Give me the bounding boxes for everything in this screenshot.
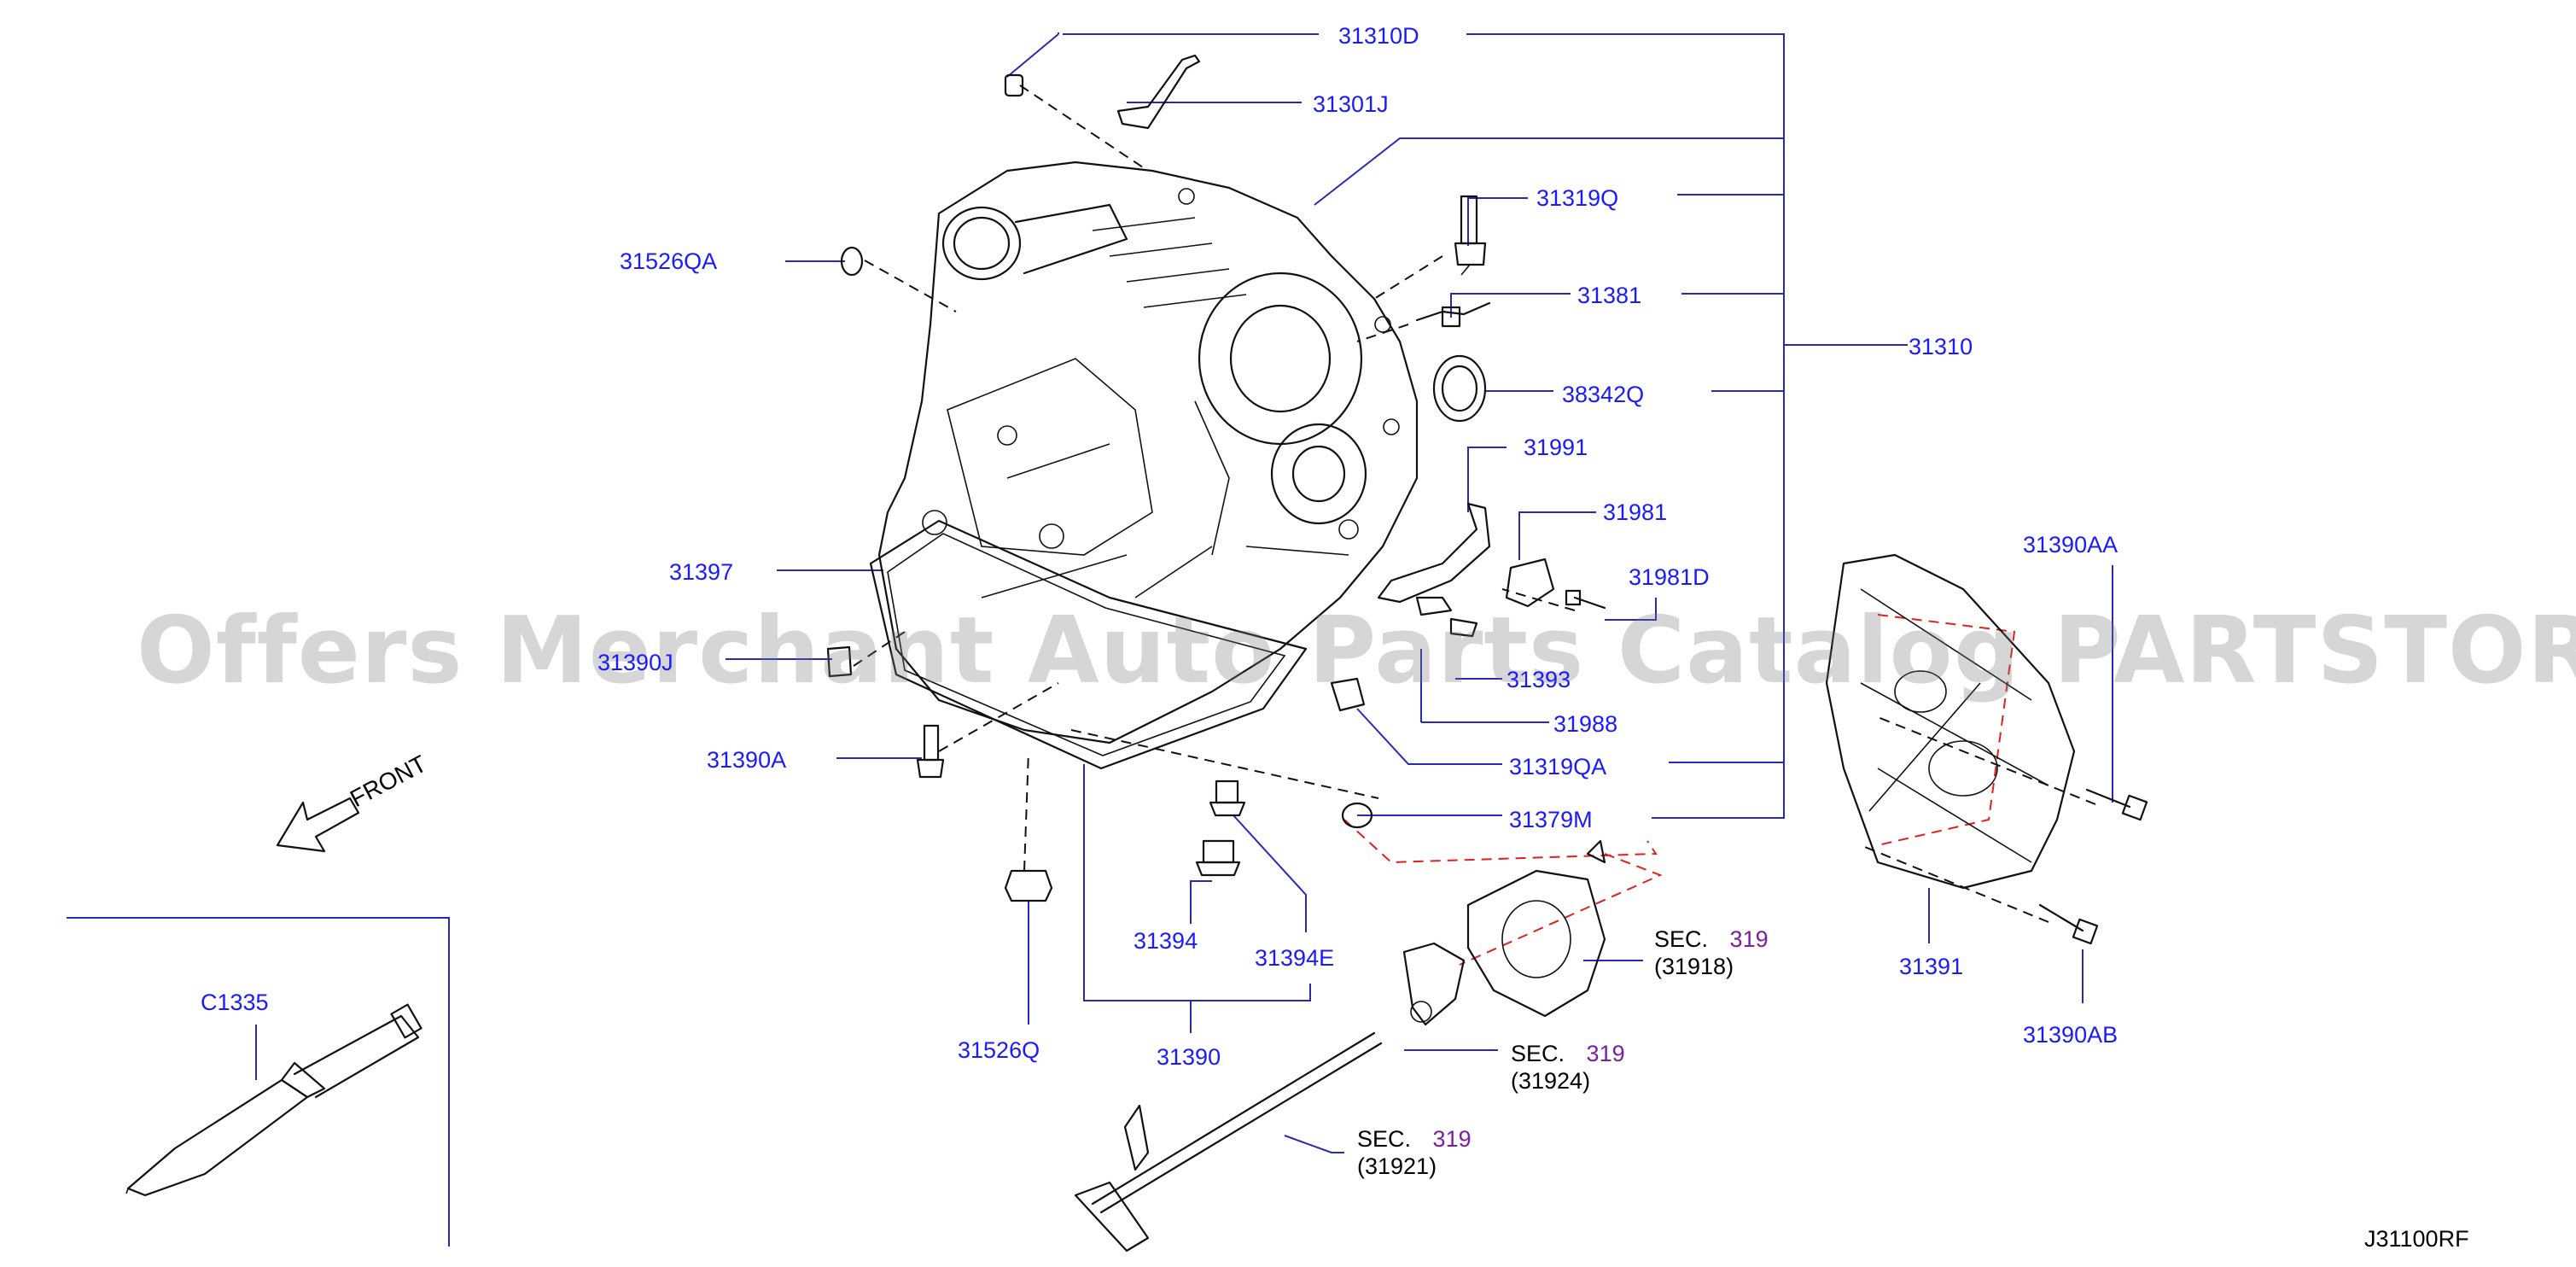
- front-arrow-icon: [276, 797, 360, 853]
- clip[interactable]: [1415, 596, 1478, 638]
- section-part: (31924): [1511, 1068, 1591, 1094]
- drain-plug[interactable]: [1330, 677, 1366, 712]
- section-number: 319: [1432, 1126, 1472, 1152]
- part-label-31319q[interactable]: 31319Q: [1536, 185, 1619, 211]
- part-label-31390[interactable]: 31390: [1157, 1044, 1221, 1070]
- part-label-31390aa[interactable]: 31390AA: [2023, 532, 2118, 558]
- cover-bolt-upper[interactable]: [2085, 788, 2148, 821]
- temperature-sensor[interactable]: [1454, 195, 1487, 276]
- dipstick-tube[interactable]: [1116, 54, 1201, 130]
- transmission-case[interactable]: [877, 161, 1419, 744]
- case-plug[interactable]: [1004, 869, 1053, 902]
- part-label-31526qa[interactable]: 31526QA: [620, 248, 718, 274]
- section-ref-31924[interactable]: SEC. 319 (31924): [1511, 1040, 1625, 1095]
- case-bolt[interactable]: [826, 645, 853, 678]
- cover-bolt-lower[interactable]: [2038, 903, 2099, 945]
- part-label-31390a[interactable]: 31390A: [707, 747, 787, 773]
- part-label-31526q[interactable]: 31526Q: [958, 1037, 1040, 1063]
- valve-body-component[interactable]: [1466, 839, 1606, 1018]
- diagram-code: J31100RF: [2364, 1226, 2469, 1252]
- part-label-31391[interactable]: 31391: [1899, 954, 1964, 979]
- section-number: 319: [1586, 1041, 1625, 1066]
- bracket[interactable]: [1377, 502, 1491, 604]
- part-label-31394e[interactable]: 31394E: [1255, 945, 1335, 971]
- part-label-31988[interactable]: 31988: [1553, 711, 1618, 737]
- part-label-31397[interactable]: 31397: [669, 559, 734, 585]
- part-label-31379m[interactable]: 31379M: [1509, 807, 1593, 832]
- section-part: (31921): [1357, 1153, 1437, 1179]
- drain-plug-lower[interactable]: [1195, 779, 1246, 877]
- clamp-bolt[interactable]: [1565, 589, 1606, 610]
- part-label-31310[interactable]: 31310: [1909, 334, 1973, 359]
- section-prefix: SEC.: [1357, 1126, 1412, 1152]
- part-label-31310d[interactable]: 31310D: [1338, 23, 1419, 49]
- leader-lines: [67, 32, 2113, 1247]
- section-part: (31918): [1654, 954, 1734, 979]
- part-label-38342q[interactable]: 38342Q: [1562, 382, 1645, 407]
- part-label-31390ab[interactable]: 31390AB: [2023, 1022, 2118, 1048]
- detent-plate[interactable]: [1402, 942, 1466, 1026]
- gasket-washer[interactable]: [1341, 802, 1373, 829]
- sealant-tube[interactable]: [125, 1003, 423, 1197]
- part-label-c1335[interactable]: C1335: [201, 990, 269, 1015]
- section-prefix: SEC.: [1511, 1041, 1565, 1066]
- part-label-31381[interactable]: 31381: [1577, 283, 1642, 308]
- part-label-31991[interactable]: 31991: [1524, 435, 1588, 460]
- part-label-31981[interactable]: 31981: [1603, 499, 1668, 525]
- assembly-lines: [853, 85, 2096, 966]
- section-ref-31918[interactable]: SEC. 319 (31918): [1654, 925, 1769, 980]
- part-label-31319qa[interactable]: 31319QA: [1509, 754, 1607, 779]
- harness-clamp[interactable]: [1505, 558, 1555, 608]
- section-number: 319: [1729, 926, 1769, 952]
- oil-pan[interactable]: [869, 519, 1308, 770]
- part-label-31390j[interactable]: 31390J: [597, 650, 673, 675]
- o-ring[interactable]: [840, 246, 864, 277]
- breather-fitting[interactable]: [1415, 301, 1491, 328]
- side-cover[interactable]: [1825, 553, 2076, 890]
- pan-bolt[interactable]: [916, 724, 945, 779]
- part-label-31981d[interactable]: 31981D: [1629, 564, 1710, 590]
- oil-seal[interactable]: [1432, 354, 1487, 423]
- plug-cap[interactable]: [1004, 73, 1024, 97]
- part-label-31394[interactable]: 31394: [1134, 928, 1198, 954]
- manual-shaft[interactable]: [1074, 1031, 1383, 1252]
- part-label-31301j[interactable]: 31301J: [1313, 91, 1389, 117]
- section-prefix: SEC.: [1654, 926, 1709, 952]
- part-label-31393[interactable]: 31393: [1507, 667, 1571, 692]
- section-ref-31921[interactable]: SEC. 319 (31921): [1357, 1125, 1472, 1180]
